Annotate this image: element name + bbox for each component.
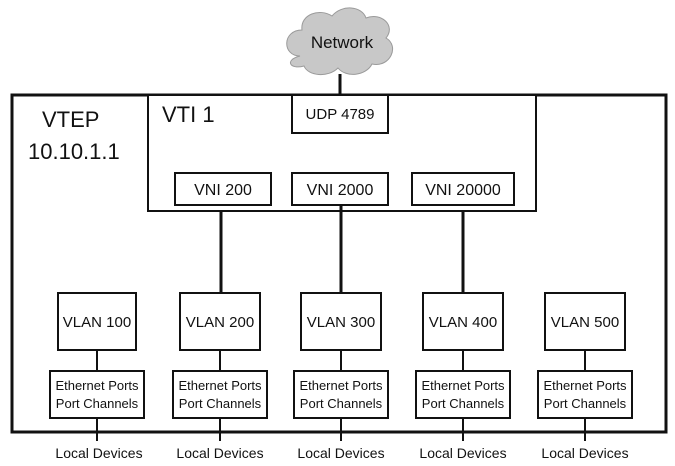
local-devices-label: Local Devices bbox=[541, 445, 628, 461]
port-box: Ethernet Ports Port Channels bbox=[537, 370, 633, 419]
vlan-label: VLAN 500 bbox=[551, 314, 619, 331]
port-line2: Port Channels bbox=[179, 396, 262, 411]
vni-label: VNI 200 bbox=[194, 182, 252, 199]
vlan-label: VLAN 200 bbox=[186, 314, 254, 331]
vlan-box bbox=[422, 292, 504, 351]
network-cloud: Network bbox=[286, 7, 393, 75]
port-line2: Port Channels bbox=[300, 396, 383, 411]
port-line2: Port Channels bbox=[544, 396, 627, 411]
port-line1: Ethernet Ports bbox=[299, 378, 383, 393]
vlan-box bbox=[179, 292, 261, 351]
vlan-label: VLAN 400 bbox=[429, 314, 497, 331]
port-line2: Port Channels bbox=[56, 396, 139, 411]
port-line2: Port Channels bbox=[422, 396, 505, 411]
network-label: Network bbox=[311, 33, 374, 52]
vni-box bbox=[291, 172, 389, 206]
port-box: Ethernet Ports Port Channels bbox=[172, 370, 268, 419]
port-box: Ethernet Ports Port Channels bbox=[49, 370, 145, 419]
vlan-box bbox=[57, 292, 137, 351]
vti-label: VTI 1 bbox=[162, 102, 215, 127]
local-devices-label: Local Devices bbox=[297, 445, 384, 461]
vni-box bbox=[174, 172, 272, 206]
local-devices-label: Local Devices bbox=[176, 445, 263, 461]
vlan-label: VLAN 100 bbox=[63, 314, 131, 331]
vni-box bbox=[411, 172, 515, 206]
vlan-box bbox=[300, 292, 382, 351]
udp-port-box bbox=[291, 94, 389, 134]
port-line1: Ethernet Ports bbox=[55, 378, 139, 393]
vtep-address: 10.10.1.1 bbox=[28, 139, 120, 164]
local-devices-label: Local Devices bbox=[55, 445, 142, 461]
vlan-box bbox=[544, 292, 626, 351]
port-box: Ethernet Ports Port Channels bbox=[415, 370, 511, 419]
port-line1: Ethernet Ports bbox=[178, 378, 262, 393]
port-line1: Ethernet Ports bbox=[543, 378, 627, 393]
vlan-label: VLAN 300 bbox=[307, 314, 375, 331]
udp-port-label: UDP 4789 bbox=[306, 106, 375, 123]
vni-label: VNI 2000 bbox=[307, 182, 374, 199]
vtep-title: VTEP bbox=[42, 107, 99, 132]
vni-label: VNI 20000 bbox=[425, 182, 501, 199]
port-box: Ethernet Ports Port Channels bbox=[293, 370, 389, 419]
port-line1: Ethernet Ports bbox=[421, 378, 505, 393]
cloud-icon bbox=[286, 7, 393, 75]
local-devices-label: Local Devices bbox=[419, 445, 506, 461]
